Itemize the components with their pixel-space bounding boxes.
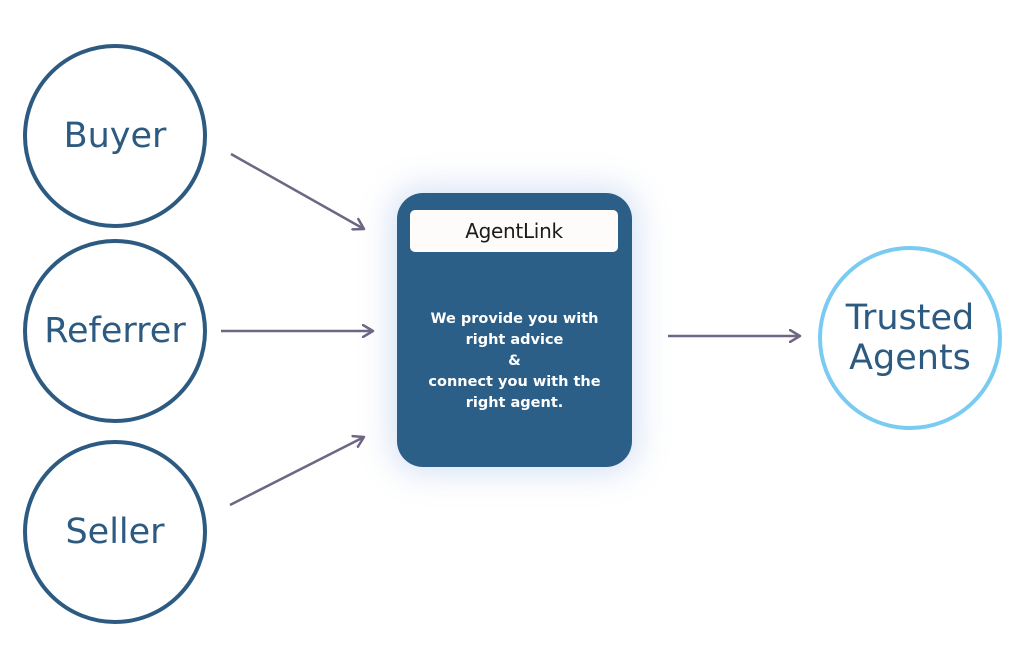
agentlink-card: AgentLink We provide you with right advi… (397, 193, 632, 467)
trusted-agents-label: Trusted Agents (845, 297, 975, 378)
seller-node: Seller (23, 440, 207, 624)
referrer-label: Referrer (44, 310, 186, 351)
card-message: We provide you with right advice & conne… (428, 311, 601, 411)
agentlink-logo: AgentLink (465, 219, 563, 243)
seller-label: Seller (65, 511, 165, 552)
referrer-node: Referrer (23, 239, 207, 423)
arrow-buyer-to-card (230, 152, 364, 229)
arrow-seller-to-card (229, 437, 364, 507)
buyer-node: Buyer (23, 44, 207, 228)
agentlink-logo-box: AgentLink (410, 210, 618, 252)
trusted-agents-node: Trusted Agents (818, 246, 1002, 430)
buyer-label: Buyer (63, 115, 167, 156)
